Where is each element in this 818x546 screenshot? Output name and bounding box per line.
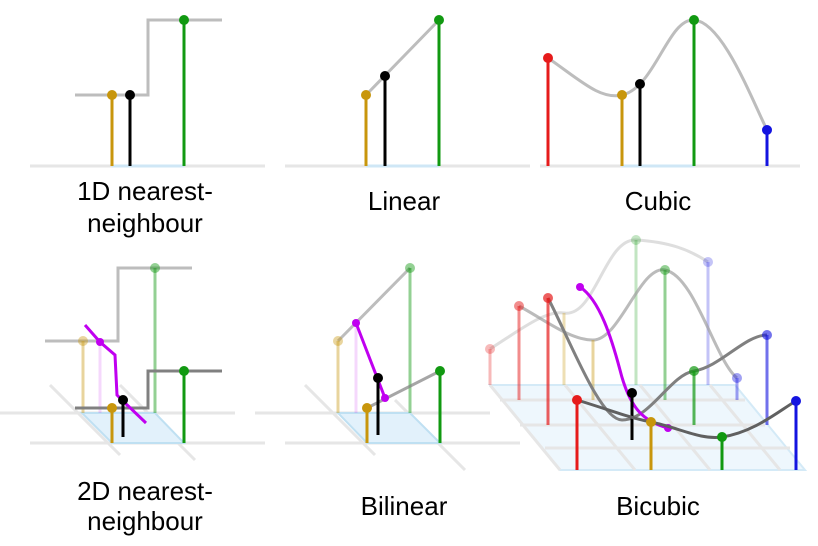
magenta-point [96,338,104,346]
label-1d-nn-line1: 1D nearest- [77,176,213,206]
green-point-faded [150,263,160,273]
step-curve-back [45,266,192,343]
cubic-curve [547,18,769,131]
panel-bicubic: Bicubic [485,235,808,521]
green-point [179,366,189,376]
blue-point-row2 [732,373,742,383]
magenta-point [381,394,389,402]
label-2d-nn-line2: neighbour [87,506,203,536]
green-point [179,15,189,25]
gold-point [617,90,627,100]
green-point [434,15,444,25]
step-curve [75,18,222,97]
green-point-faded [405,263,415,273]
black-point [118,395,128,405]
grid-line [48,383,122,457]
red-point [543,53,553,63]
label-cubic: Cubic [625,186,691,216]
blue-point [791,396,801,406]
panel-2d-nearest-neighbour: 2D nearest- neighbour [0,263,265,536]
red-point-row1 [485,344,495,354]
grid-cell [79,412,187,444]
step-curve-front [75,369,222,410]
red-point-row2 [514,301,524,311]
red-point-row3 [543,293,553,303]
gold-point-faded [333,336,343,346]
label-1d-nn-line2: neighbour [87,208,203,238]
gold-point [107,403,117,413]
panel-bilinear: Bilinear [255,263,520,521]
label-bicubic: Bicubic [616,491,700,521]
panel-linear: Linear [285,15,530,216]
green-point [717,432,727,442]
gold-point [362,403,372,413]
gold-point [361,90,371,100]
grid-cell [335,412,443,444]
linear-back [336,266,412,343]
bicubic-curve-row2 [518,268,739,380]
black-point [125,90,135,100]
linear-curve [364,18,441,97]
grid-line [303,383,377,457]
gold-point [646,417,656,427]
bicubic-curve-row3 [546,297,768,422]
magenta-point [352,319,360,327]
green-point-row3 [689,366,699,376]
red-point [572,395,582,405]
blue-point [762,125,772,135]
green-point [435,366,445,376]
green-point-row2 [660,265,670,275]
gold-point-faded [78,336,88,346]
bicubic-curve-row4 [576,398,797,439]
black-point [373,373,383,383]
blue-point-row3 [762,330,772,340]
label-bilinear: Bilinear [361,491,448,521]
green-point [689,15,699,25]
gold-point [107,90,117,100]
bicubic-curve-row1 [489,238,709,351]
green-point-row1 [631,235,641,245]
panel-1d-nearest-neighbour: 1D nearest- neighbour [30,15,265,238]
black-point [627,388,637,398]
grid-plane [487,384,808,471]
label-2d-nn-line1: 2D nearest- [77,476,213,506]
label-linear: Linear [368,186,441,216]
panel-cubic: Cubic [540,15,800,216]
magenta-line [354,322,387,399]
black-point [380,71,390,81]
magenta-point [576,283,584,291]
black-point [635,79,645,89]
blue-point-row1 [703,257,713,267]
